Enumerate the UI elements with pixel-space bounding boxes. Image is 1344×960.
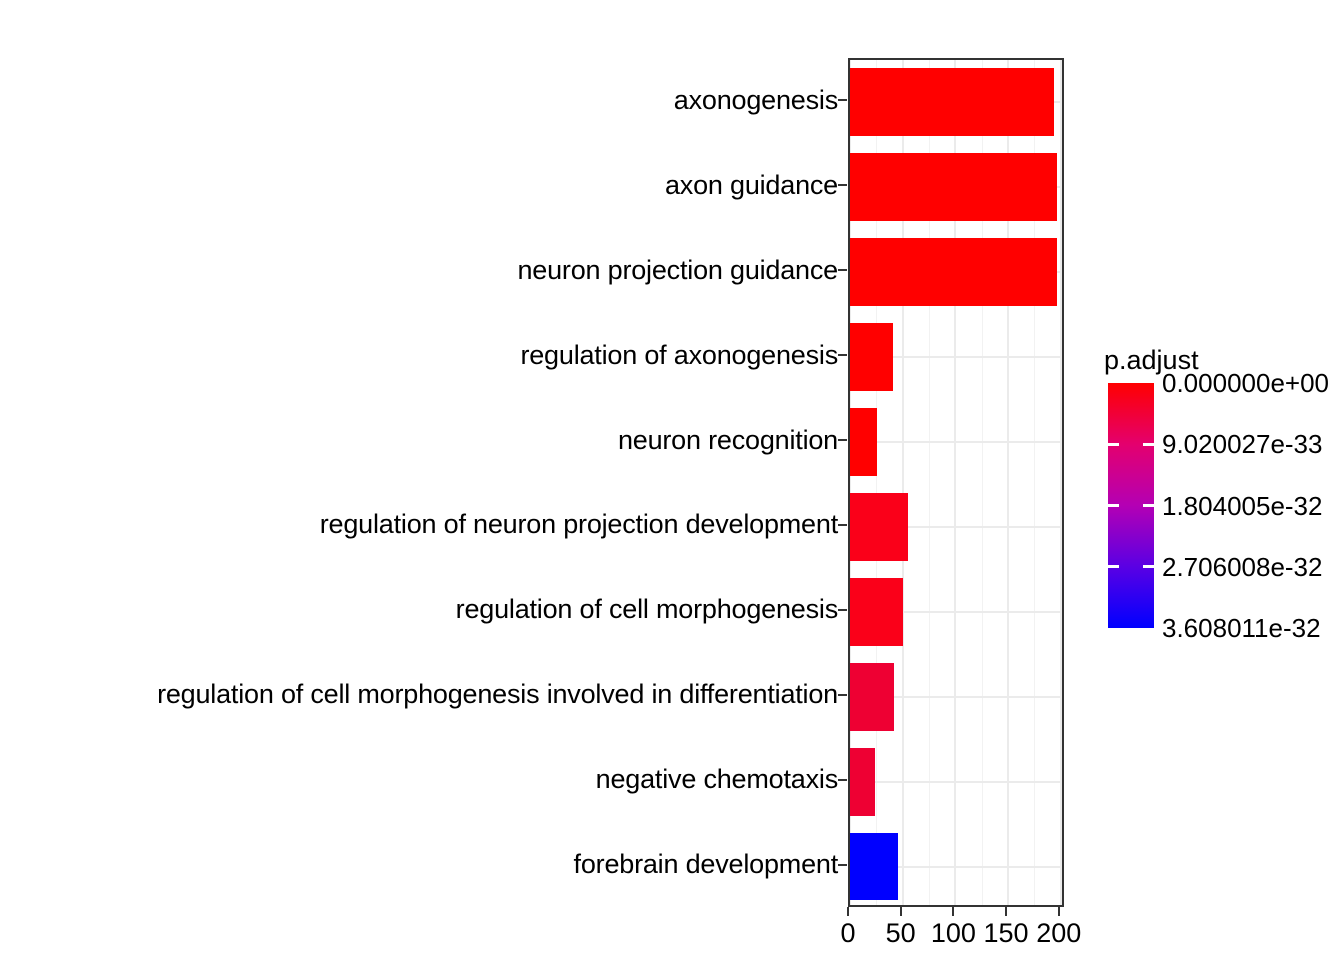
x-axis-tick-mark [899,907,902,916]
gridline-vertical-major [954,60,957,905]
legend-title: p.adjust [1104,345,1199,375]
legend-tick-mark [1108,442,1119,446]
x-axis-tick-label: 150 [983,918,1029,948]
bar[interactable] [850,238,1057,307]
y-axis-tick-mark [838,354,847,357]
gridline-horizontal-major [850,525,1062,528]
y-axis-tick-mark [838,863,847,866]
y-axis-tick-mark [838,693,847,696]
gridline-horizontal-major [850,610,1062,613]
y-axis-category-text: regulation of cell morphogenesis involve… [157,679,838,710]
bar[interactable] [850,408,878,476]
y-axis-category-text: neuron recognition [617,424,838,455]
legend-tick-label: 2.706008e-32 [1162,551,1323,582]
y-axis-tick-mark [838,778,847,781]
legend-tick-mark [1143,442,1154,446]
gridline-vertical-minor [1034,60,1036,905]
x-axis-tick-mark [1005,907,1008,916]
bar[interactable] [850,68,1055,137]
x-axis-tick-mark [847,907,849,916]
legend-tick-label: 3.608011e-32 [1162,613,1321,643]
y-axis-tick-mark [838,439,847,442]
gridline-horizontal-major [850,780,1062,783]
gridline-vertical-major [901,60,904,905]
bar[interactable] [850,153,1057,222]
bar[interactable] [850,832,899,901]
y-axis-category-text: forebrain development [573,849,839,880]
gridline-horizontal-major [850,356,1062,359]
y-axis-category-text: negative chemotaxis [595,764,839,795]
y-axis-tick-mark [838,184,847,187]
x-axis-tick-mark [1057,907,1060,916]
y-axis-category-text: regulation of axonogenesis [520,339,838,370]
gridline-vertical-minor [876,60,878,905]
bar[interactable] [850,747,876,816]
legend-tick-label: 1.804005e-32 [1162,490,1323,521]
legend-colorbar [1108,383,1154,628]
y-axis-category-text: axon guidance [664,169,838,200]
legend-tick-label: 9.020027e-33 [1162,429,1323,460]
bar[interactable] [850,662,895,731]
gridline-vertical-minor [981,60,983,905]
y-axis-category-text: regulation of neuron projection developm… [319,509,838,540]
y-axis-category-labels: axonogenesis axon guidance neuron projecti… [0,58,847,907]
plot-panel [848,58,1064,907]
gridline-vertical-major [850,60,851,905]
x-axis-tick-label: 0 [840,918,856,948]
y-axis-category-text: neuron projection guidance [517,254,838,285]
gridline-horizontal-major [850,441,1062,444]
legend-tick-label: 0.000000e+00 [1162,368,1330,398]
x-axis-tick-label: 100 [930,918,976,948]
gridline-horizontal-major [850,865,1062,868]
legend-tick-mark [1108,504,1119,507]
gridline-horizontal-major [850,695,1062,698]
y-axis-tick-mark [838,99,847,102]
gridline-vertical-major [1059,60,1062,905]
x-axis-tick-mark [952,907,955,916]
y-axis-category-text: regulation of cell morphogenesis [455,594,839,625]
legend-tick-mark [1143,565,1154,569]
legend-tick-mark [1108,565,1119,569]
x-axis-tick-label: 200 [1036,918,1082,948]
legend-tick-mark [1143,504,1154,507]
bar[interactable] [850,323,894,392]
bar[interactable] [850,492,908,561]
gridline-vertical-major [1007,60,1010,905]
bar[interactable] [850,577,903,646]
y-axis-tick-mark [838,523,847,526]
gridline-vertical-minor [929,60,931,905]
legend-p-adjust: p.adjust 0.000000e+00 9.020027e-33 1.80400… [1100,345,1344,641]
y-axis-tick-mark [838,269,847,272]
y-axis-tick-mark [838,608,847,611]
y-axis-category-text: axonogenesis [673,84,838,115]
x-axis-tick-label: 50 [885,918,916,948]
